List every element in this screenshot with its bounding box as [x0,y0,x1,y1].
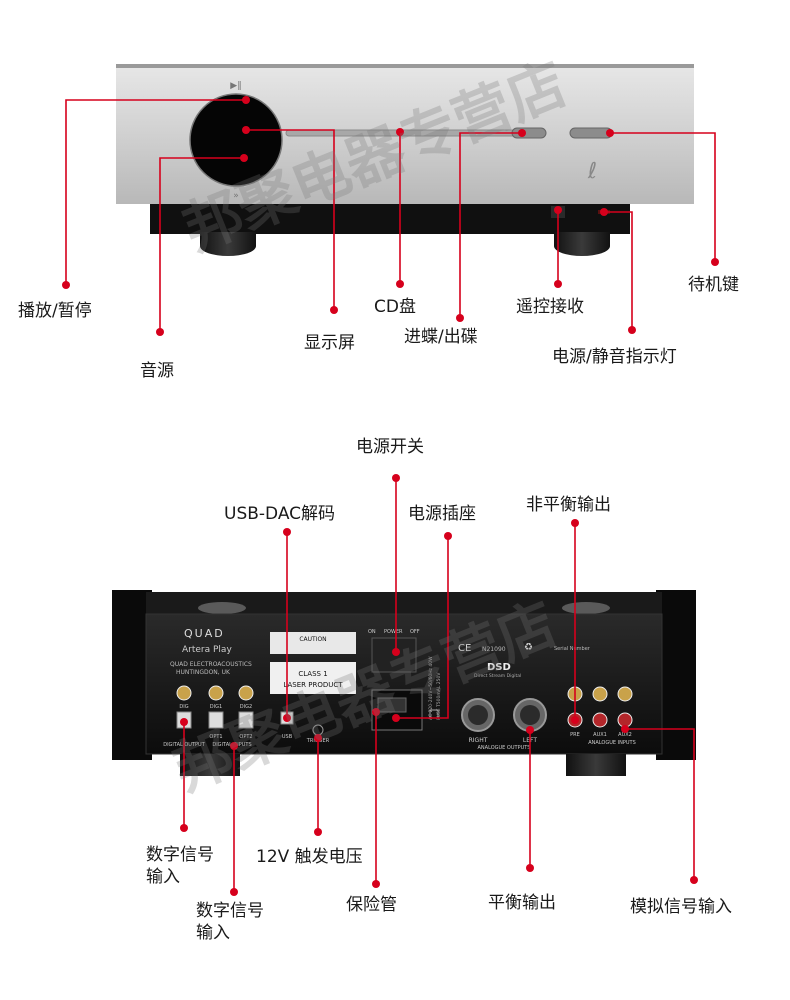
dig-label: DIG [179,704,188,710]
label-balanced-out: 平衡输出 [488,893,556,913]
ce-mark: CE [458,643,471,654]
xlr-right-inner [468,705,488,725]
aux2-label: AUX2 [618,732,632,738]
rear-brand: QUAD [184,627,225,640]
laser-label-line1: CLASS 1 [298,670,327,678]
label-power-indicator: 电源/静音指示灯 [552,347,677,367]
power-off-label: OFF [410,629,420,635]
label-power-socket: 电源插座 [408,504,476,524]
rear-panel [145,613,663,755]
rca-aux2-bottom[interactable] [617,712,633,728]
label-trigger-12v: 12V 触发电压 [256,847,363,867]
label-usb-dac: USB-DAC解码 [224,504,336,524]
callout-lines [65,99,716,892]
rear-model: Artera Play [182,645,232,655]
analogue-inputs-label: ANALOGUE INPUTS [588,740,636,746]
caution-text: CAUTION [299,636,326,643]
laser-label-line2: LASER PRODUCT [283,681,343,689]
power-label: POWER [384,629,403,635]
fuse-holder[interactable] [377,697,407,713]
label-unbalanced-out: 非平衡输出 [526,495,611,515]
rear-maker-line1: QUAD ELECTROACOUSTICS [170,661,252,668]
coax-dig2[interactable] [238,685,254,701]
rear-unit: QUAD Artera Play QUAD ELECTROACOUSTICS H… [112,590,696,776]
label-eject: 进蝶/出碟 [404,327,478,347]
play-pause-icon: ▶‖ [230,81,241,91]
dig2-label: DIG2 [240,704,252,710]
optical-opt2[interactable] [238,711,254,729]
label-digital-in-1: 数字信号输入 [146,845,214,887]
dsd-sub: Direct Stream Digital [474,673,521,679]
power-on-label: ON [368,629,376,635]
pre-label: PRE [570,732,580,738]
usb-label: USB [282,734,293,740]
front-foot-right-body [554,232,610,246]
skip-icon: » [233,191,239,201]
label-standby: 待机键 [688,275,739,295]
rear-top-cover [146,592,662,614]
n-code: N21090 [482,646,506,653]
label-remote-sensor: 遥控接收 [516,297,584,317]
quad-logo-icon: ℓ [587,159,597,184]
aux1-label: AUX1 [593,732,607,738]
caution-sticker [270,632,356,654]
coax-dig-out[interactable] [176,685,192,701]
opt1-label: OPT1 [209,734,222,740]
rear-top-foot-left [198,602,246,614]
trigger-jack[interactable] [312,724,324,736]
rear-side-left [112,590,152,760]
voltage-text: AC 220-240V~50/60Hz 40W [428,656,434,720]
front-base [150,204,630,234]
dig1-label: DIG1 [210,704,222,710]
serial-label: Serial Number [554,646,591,652]
callout-dots [62,96,719,896]
front-foot-left-body [200,232,256,246]
label-power-switch: 电源开关 [356,437,424,457]
rca-aux2-top[interactable] [617,686,633,702]
label-analog-in: 模拟信号输入 [630,897,732,917]
fuse-text: FUSE T500mAL 250V [436,672,442,720]
analogue-outputs-label: ANALOGUE OUTPUTS [478,745,531,751]
weee-icon: ♻ [524,642,533,653]
rear-side-right [656,590,696,760]
rear-foot-left [180,754,240,776]
opt2-label: OPT2 [239,734,252,740]
display-screen [189,93,283,187]
rear-top-foot-right [562,602,610,614]
rear-maker-line2: HUNTINGDON, UK [176,669,231,676]
rear-foot-right [566,754,626,776]
front-unit: ▶‖ » ℓ [116,64,694,256]
laser-label [270,662,356,694]
xlr-right-label: RIGHT [469,737,488,744]
label-play-pause: 播放/暂停 [18,301,92,321]
coax-dig1[interactable] [208,685,224,701]
label-cd-tray: CD盘 [374,297,416,317]
dsd-logo: DSD [487,662,511,673]
label-display: 显示屏 [304,333,355,353]
front-top-edge [116,64,694,70]
label-source: 音源 [140,361,174,381]
label-digital-in-2: 数字信号输入 [196,901,264,943]
rca-aux1-top[interactable] [592,686,608,702]
optical-opt1[interactable] [208,711,224,729]
rca-aux1-bottom[interactable] [592,712,608,728]
standby-button[interactable] [569,127,613,139]
rca-group-analogue: PRE AUX1 AUX2 ANALOGUE INPUTS [567,686,636,746]
label-fuse: 保险管 [346,895,397,915]
xlr-left-inner [520,705,540,725]
